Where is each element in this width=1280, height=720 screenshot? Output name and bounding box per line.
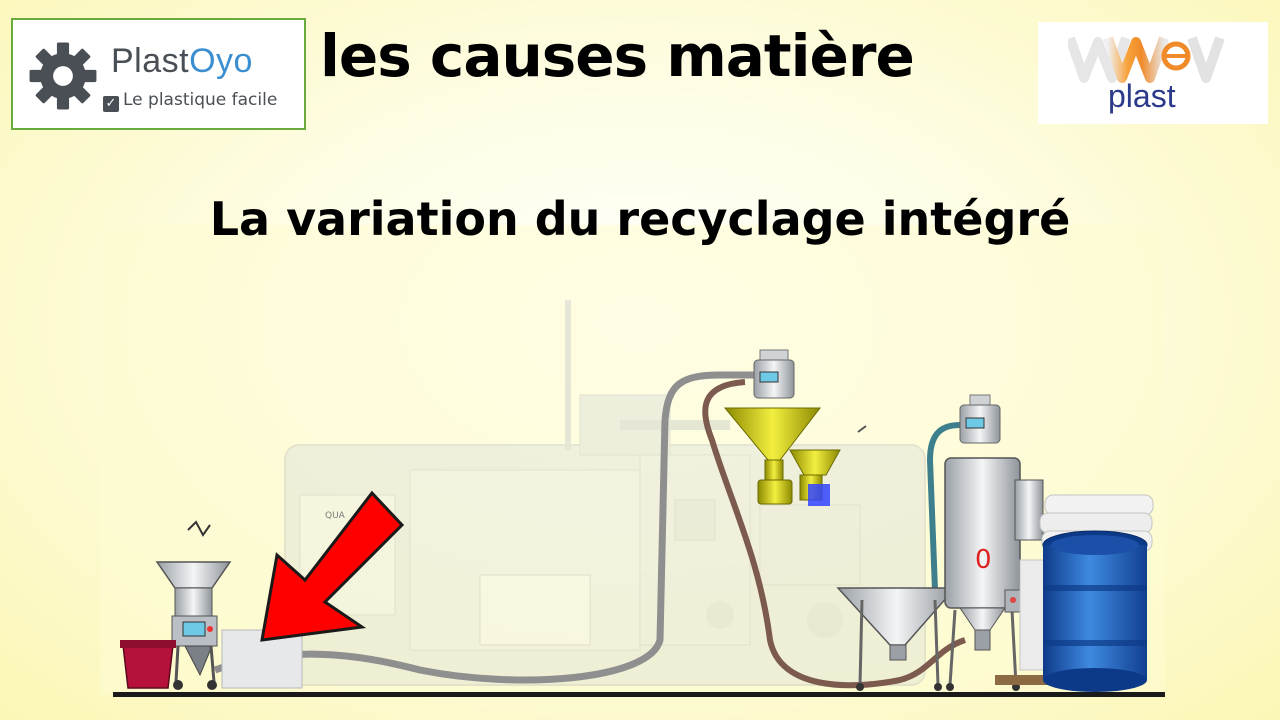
brand-part-1: Plast bbox=[111, 42, 190, 80]
cone-hopper bbox=[836, 587, 957, 691]
teal-pipe bbox=[926, 422, 961, 591]
page-title: les causes matière bbox=[320, 22, 915, 90]
tagline-text: Le plastique facile bbox=[123, 90, 278, 110]
dryer-mark: 0 bbox=[975, 545, 992, 575]
machine-label: QUA bbox=[325, 511, 346, 521]
red-arrow bbox=[260, 490, 405, 642]
yellow-hopper bbox=[723, 349, 867, 506]
grey-pipe bbox=[213, 371, 755, 684]
brown-pipe bbox=[702, 379, 967, 689]
grinder bbox=[155, 520, 232, 690]
plastoyo-logo: PlastOyo ✓Le plastique facile bbox=[11, 18, 306, 130]
red-bin bbox=[120, 640, 176, 689]
dryer bbox=[944, 394, 1044, 691]
page-subtitle: La variation du recyclage intégré bbox=[209, 192, 1071, 246]
floor-line bbox=[113, 692, 1165, 697]
checkbox-icon: ✓ bbox=[103, 96, 119, 112]
blue-barrel bbox=[1042, 530, 1148, 692]
wev-plast-logo: plast bbox=[1038, 22, 1268, 124]
wev-logo-mark bbox=[1068, 36, 1225, 83]
gear-icon bbox=[29, 42, 97, 110]
logo-word: plast bbox=[1108, 78, 1176, 114]
brand-part-2: Oyo bbox=[189, 42, 253, 80]
brand-tagline: ✓Le plastique facile bbox=[103, 90, 277, 112]
brand-name: PlastOyo bbox=[111, 42, 253, 81]
